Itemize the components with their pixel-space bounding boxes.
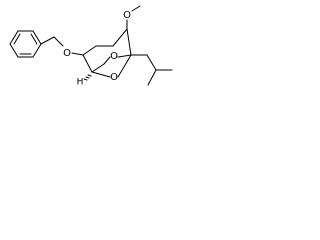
bond-ring-double-1 xyxy=(13,33,21,45)
benzene-ring xyxy=(9,30,42,58)
bond-ring-3 xyxy=(32,30,42,45)
bicyclic-core xyxy=(82,28,132,78)
bond-ring-1 xyxy=(9,30,19,45)
atom-o-methoxy: O xyxy=(123,10,131,21)
atom-h-stereo: H xyxy=(77,78,84,88)
bond-isobutyl-4 xyxy=(147,69,157,86)
bond-ch2-o xyxy=(53,36,64,47)
bond-core-1 xyxy=(82,54,93,73)
bond-benzyl-ch2 xyxy=(40,36,55,45)
bond-h-hash-3 xyxy=(87,74,92,77)
bond-h-hash-2 xyxy=(85,76,90,79)
bond-ring-6 xyxy=(9,43,19,58)
bond-core-8 xyxy=(91,71,111,78)
bond-core-2 xyxy=(82,45,97,56)
bond-ring-4 xyxy=(32,43,42,58)
bond-o-methyl xyxy=(131,5,141,12)
bond-core-4 xyxy=(112,28,128,47)
bond-core-6 xyxy=(103,56,111,65)
atom-o-bridge-upper: O xyxy=(110,51,118,62)
atom-o-bridge-lower: O xyxy=(110,72,118,83)
atom-o-benzyloxy: O xyxy=(63,48,71,59)
bond-core-5 xyxy=(126,28,132,56)
bond-core-10 xyxy=(91,63,105,73)
bond-ring-double-2 xyxy=(30,33,38,45)
molecule-svg: O O O H xyxy=(9,5,173,88)
structure-diagram: O O O H xyxy=(0,0,179,94)
bond-core-7 xyxy=(117,54,132,58)
bond-h-hash-1 xyxy=(83,78,88,81)
bond-core-9 xyxy=(117,54,132,78)
bond-o-ringc xyxy=(71,52,84,56)
bond-isobutyl-2 xyxy=(146,54,157,71)
